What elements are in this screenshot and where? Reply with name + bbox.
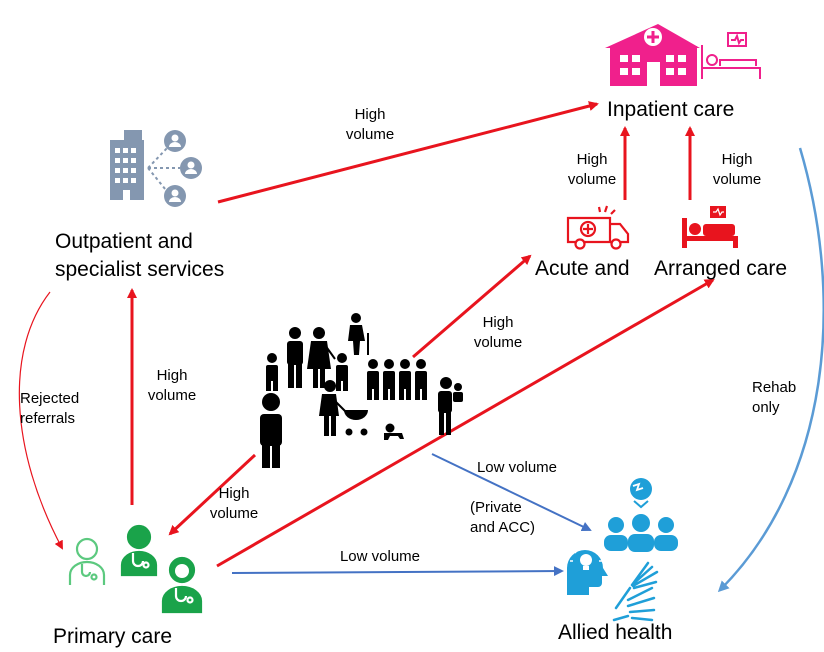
edge-label-line: volume: [712, 171, 762, 188]
edge-label-rejected-referrals: Rejected referrals: [20, 389, 79, 429]
arrow-primary-to-allied: [231, 566, 564, 577]
edge-label-acute-to-inpatient: High volume: [564, 150, 620, 190]
office-building-network-icon: [110, 130, 202, 207]
arrow-outpatient-to-primary-rejected: [18, 291, 63, 550]
edge-label-line: volume: [345, 126, 395, 143]
node-label-primary: Primary care: [53, 625, 173, 648]
edge-label-line: High: [354, 106, 386, 123]
node-label-allied: Allied health: [558, 621, 673, 644]
arrow-inpatient-to-allied-rehab: [717, 147, 824, 593]
arrow-population-to-allied: [431, 453, 592, 532]
edge-label-line: High: [218, 485, 250, 502]
edge-label-rehab-only: Rehab only: [752, 378, 796, 418]
edge-label-line: High: [721, 151, 753, 168]
edge-label-population-to-acute: High volume: [462, 313, 534, 353]
edge-label-arranged-to-inpatient: High volume: [701, 150, 773, 190]
population-family-icon: [260, 313, 463, 468]
edge-label-line: volume: [147, 387, 197, 404]
node-label-outpatient-line2: specialist services: [55, 258, 225, 281]
edge-label-line: Low volume: [476, 459, 558, 476]
ambulance-icon: [566, 205, 630, 250]
node-label-outpatient-line1: Outpatient and: [55, 230, 193, 253]
edge-label-population-to-primary: High volume: [198, 484, 270, 524]
edge-label-line: Rehab: [752, 379, 797, 396]
edge-label-line: volume: [209, 505, 259, 522]
edge-label-line: Low volume: [339, 548, 421, 565]
node-label-acute: Acute and: [535, 257, 630, 280]
edge-label-outpatient-to-inpatient: High volume: [340, 105, 400, 145]
edge-label-line: High: [482, 314, 514, 331]
edge-label-private-acc: (Private and ACC): [470, 498, 535, 538]
edge-label-line: referrals: [20, 410, 76, 427]
node-label-arranged: Arranged care: [654, 257, 788, 280]
edge-label-line: Rejected: [20, 390, 80, 407]
hospital-bed-icon: [701, 32, 761, 79]
doctors-group-icon: [68, 524, 203, 614]
arrow-population-to-acute: [412, 254, 532, 359]
edge-label-line: volume: [567, 171, 617, 188]
edge-label-line: volume: [473, 334, 523, 351]
edge-label-primary-to-outpatient: High volume: [136, 366, 208, 406]
node-label-inpatient: Inpatient care: [607, 98, 735, 121]
hospital-icon: [605, 24, 700, 86]
arrow-primary-to-arranged: [216, 278, 715, 568]
edge-label-line: and ACC): [470, 519, 536, 536]
edge-label-line: High: [156, 367, 188, 384]
arrow-outpatient-to-inpatient: [217, 101, 599, 204]
edge-label-line: (Private: [470, 499, 522, 516]
edge-label-line: High: [576, 151, 608, 168]
arrow-population-to-primary: [168, 453, 257, 536]
patient-bed-icon: [682, 206, 738, 248]
sign-language-hands-icon: [612, 561, 659, 622]
edge-label-line: only: [752, 399, 780, 416]
allied-team-icon: [604, 478, 678, 552]
head-lightbulb-icon: [567, 546, 608, 595]
edge-label-primary-to-allied: Low volume: [325, 547, 435, 567]
edge-label-population-to-allied: Low volume: [462, 458, 572, 478]
